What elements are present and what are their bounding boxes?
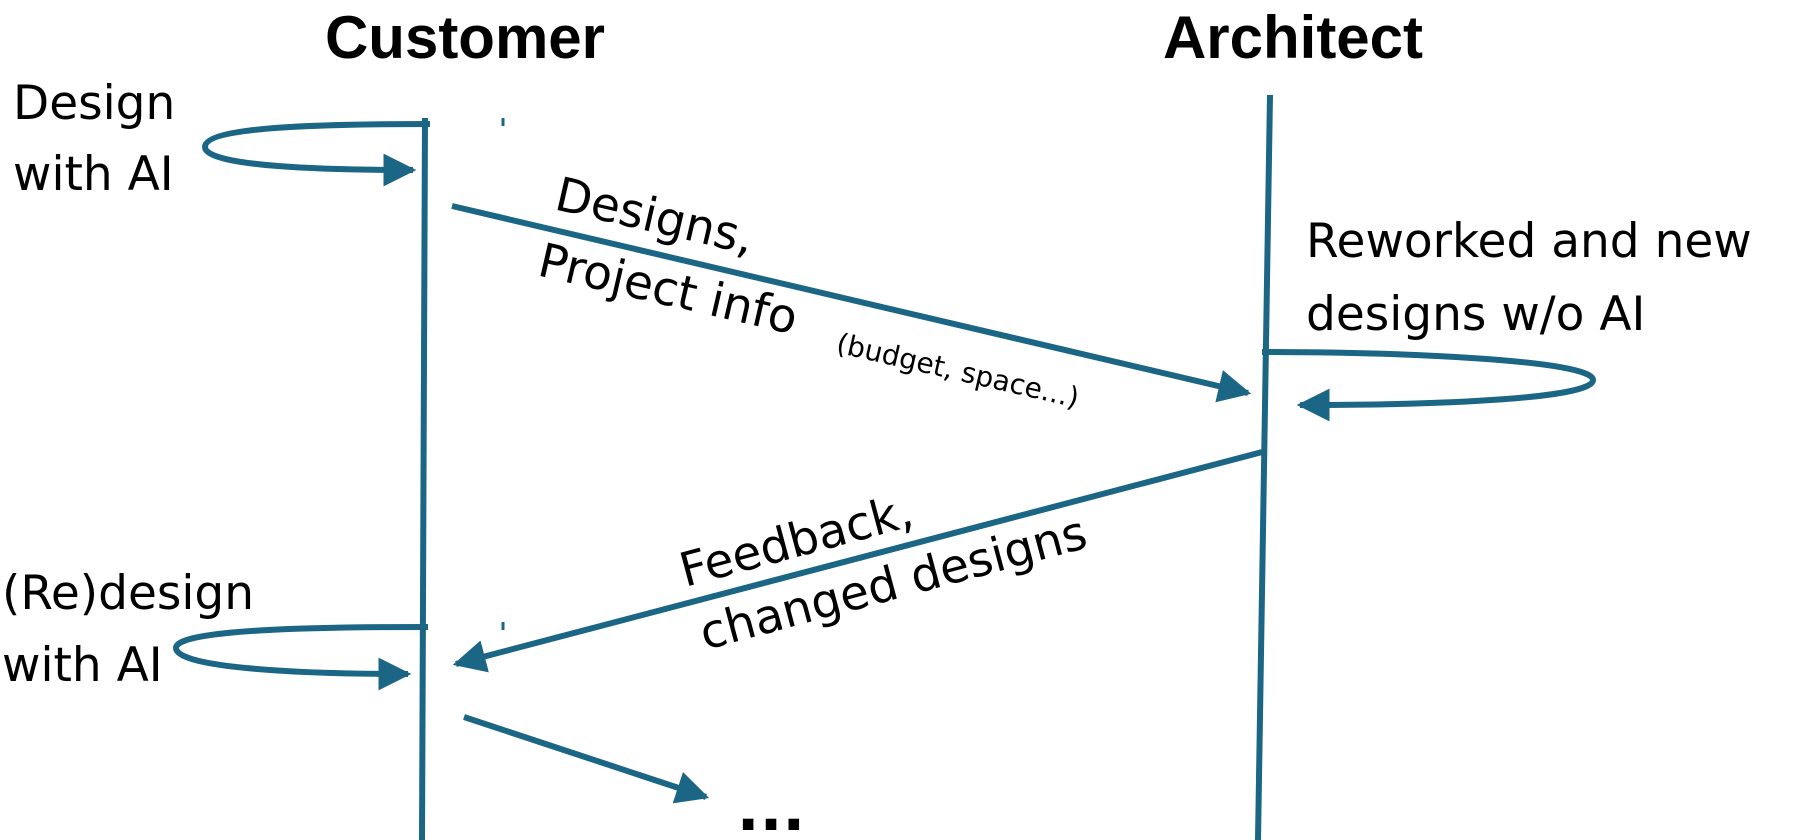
- message-designs-label-line2: Project info: [533, 233, 803, 346]
- architect-lifeline: [1255, 94, 1273, 840]
- reworked-designs-label-line1: Reworked and new: [1306, 214, 1752, 269]
- reworked-designs-label-line2: designs w/o AI: [1306, 287, 1645, 342]
- redesign-with-ai-label-line1: (Re)design: [2, 566, 254, 621]
- actor-customer-label: Customer: [325, 4, 605, 71]
- continuation-ellipsis: ...: [737, 775, 805, 840]
- customer-lifeline: [419, 117, 428, 840]
- design-with-ai-label-line2: with AI: [13, 147, 174, 202]
- message-feedback-arrow: [452, 448, 1267, 673]
- design-with-ai-label-line1: Design: [13, 76, 175, 131]
- self-loop-reworked-designs: [1261, 349, 1597, 422]
- redesign-with-ai-label-line2: with AI: [2, 638, 163, 693]
- message-designs-label-line3: (budget, space...): [833, 327, 1082, 415]
- message-designs-arrow: [451, 203, 1252, 403]
- self-loop-design-with-ai: [201, 121, 431, 187]
- self-loop-redesign-with-ai: [172, 624, 429, 691]
- actor-architect-label: Architect: [1163, 4, 1423, 71]
- continuation-arrow: [463, 714, 710, 804]
